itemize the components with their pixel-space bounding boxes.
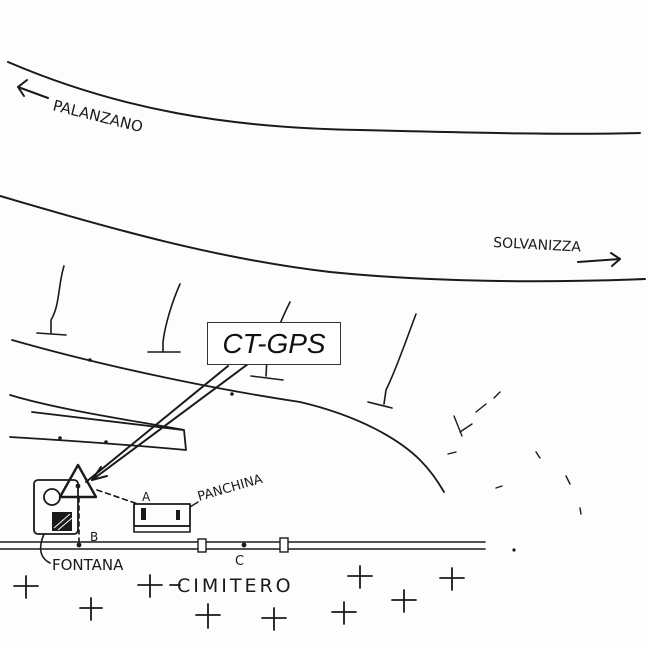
label-point-c: C: [235, 554, 244, 569]
measure-line-a: [96, 489, 139, 505]
path-line-3: [31, 411, 184, 431]
label-point-b: B: [90, 530, 98, 544]
cemetery-crosses: [13, 565, 465, 631]
road-upper-edge: [7, 61, 641, 135]
gps-station-triangle: [58, 463, 98, 499]
path-dots: [58, 358, 234, 444]
label-panchina: PANCHINA: [196, 472, 265, 505]
vegetation-marks: [447, 391, 582, 515]
gps-station-label: CT-GPS: [207, 322, 341, 365]
label-cimitero: CIMITERO: [177, 575, 294, 597]
road-lower-edge: [0, 195, 646, 283]
pointer-arrow: [85, 363, 249, 483]
arrow-left-icon: [17, 79, 49, 99]
label-solvanizza: SOLVANIZZA: [493, 235, 582, 256]
arrow-right-icon: [577, 252, 621, 267]
label-point-a: A: [142, 490, 151, 504]
bench-leader: [189, 501, 199, 508]
path-line-2: [9, 394, 187, 451]
fountain: [33, 479, 79, 535]
fountain-leader: [39, 533, 51, 564]
cemetery-wall: [0, 537, 516, 553]
path-line-1: [11, 339, 445, 493]
bench: [133, 503, 191, 533]
label-fontana: FONTANA: [52, 556, 124, 574]
